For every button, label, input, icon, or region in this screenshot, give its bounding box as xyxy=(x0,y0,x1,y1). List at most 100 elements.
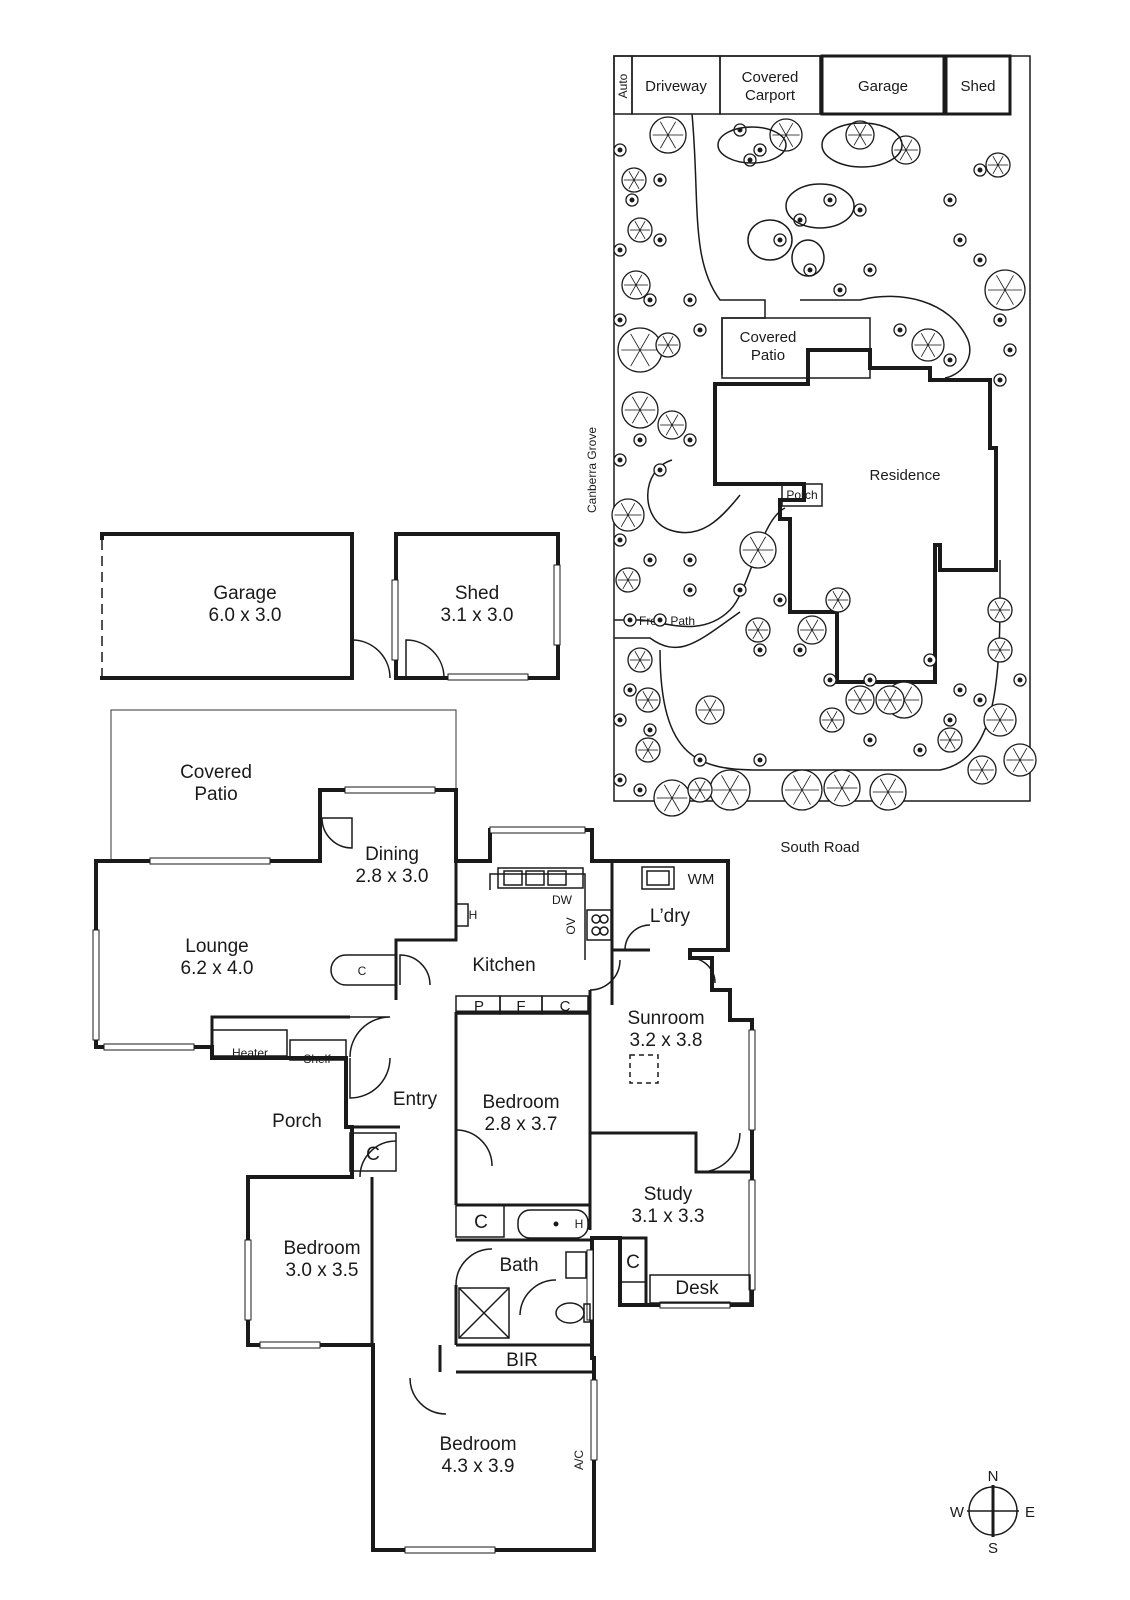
shrub-center xyxy=(627,617,633,623)
tree-branch xyxy=(834,787,843,802)
sunroom-skylight xyxy=(629,1054,659,1084)
kitchen-label: Kitchen xyxy=(472,955,535,976)
tree-branch xyxy=(999,609,1006,620)
tree-branch xyxy=(721,775,731,791)
shrub-center xyxy=(797,217,803,223)
shrub-center xyxy=(657,617,663,623)
heater-unit-kitchen xyxy=(455,903,469,927)
tree-branch xyxy=(999,649,1006,660)
site-carport-label-1: Covered xyxy=(742,69,799,86)
tree-branch xyxy=(671,424,679,436)
shower-diagonal-2 xyxy=(458,1287,510,1339)
garden-path-east xyxy=(800,295,971,379)
site-residence-label: Residence xyxy=(870,467,941,484)
ac-label: A/C xyxy=(572,1450,586,1470)
tree-branch xyxy=(703,709,711,721)
tree-branch xyxy=(667,344,674,355)
shrub-center xyxy=(617,777,623,783)
shrub-center xyxy=(617,537,623,543)
tree-branch xyxy=(826,710,833,721)
tree-branch xyxy=(639,650,646,661)
tree-branch xyxy=(793,789,803,805)
cooktop xyxy=(586,909,612,941)
tree-branch xyxy=(785,123,794,136)
compass-n: N xyxy=(988,1468,999,1485)
tree-branch xyxy=(639,659,646,670)
tree-branch xyxy=(994,609,1001,620)
tree-branch xyxy=(992,164,999,175)
tree-branch xyxy=(694,780,701,791)
tree-branch xyxy=(639,220,646,231)
tree-branch xyxy=(662,335,669,346)
tree-branch xyxy=(853,689,861,701)
bath-door-swing xyxy=(455,1248,493,1286)
shrub-center xyxy=(927,657,933,663)
tree-branch xyxy=(778,134,787,147)
tree-branch xyxy=(801,775,811,791)
dining-label: Dining xyxy=(365,844,419,865)
shrub-center xyxy=(827,677,833,683)
shrub-center xyxy=(737,587,743,593)
tree-branch xyxy=(811,619,819,631)
study-label: Study xyxy=(644,1184,693,1205)
bedroom2-size: 2.8 x 3.7 xyxy=(485,1114,558,1135)
tree-branch xyxy=(831,719,838,730)
wall-sunroom-study xyxy=(590,1131,752,1174)
tree-branch xyxy=(627,579,634,590)
wall-heater xyxy=(210,1015,350,1047)
garden-bed xyxy=(785,183,855,229)
tree-branch xyxy=(647,699,654,710)
tree-branch xyxy=(997,155,1004,166)
shrub-center xyxy=(797,647,803,653)
bir-label: BIR xyxy=(506,1350,538,1371)
shrub-center xyxy=(697,327,703,333)
tree-branch xyxy=(805,619,813,631)
tree-branch xyxy=(981,769,989,781)
compass-e: E xyxy=(1025,1504,1035,1521)
shrub-center xyxy=(757,757,763,763)
tree-branch xyxy=(632,396,641,411)
shrub-center xyxy=(1007,347,1013,353)
wm-label: WM xyxy=(688,871,715,888)
shrub-center xyxy=(757,147,763,153)
tree-branch xyxy=(660,121,669,136)
tree-branch xyxy=(837,590,844,601)
site-street-west-label: Canberra Grove xyxy=(585,427,599,513)
shrub-center xyxy=(617,247,623,253)
tree-branch xyxy=(859,699,867,711)
linen-c-label: C xyxy=(474,1212,488,1233)
tree-branch xyxy=(887,791,896,806)
shrub-center xyxy=(777,237,783,243)
laundry-door-swing xyxy=(624,924,651,951)
tree-branch xyxy=(992,708,1001,721)
master-south-window xyxy=(404,1546,496,1554)
tree-branch xyxy=(721,789,731,805)
tree-branch xyxy=(642,740,649,751)
tree-branch xyxy=(999,719,1008,732)
shrub-center xyxy=(657,177,663,183)
sink-bowl-1 xyxy=(503,870,523,886)
cooktop-burner-4 xyxy=(599,926,609,936)
sunroom-door-swing xyxy=(589,959,621,991)
tree-branch xyxy=(996,289,1006,305)
tree-branch xyxy=(859,124,867,136)
toilet-cistern xyxy=(583,1303,591,1323)
shrub-center xyxy=(807,267,813,273)
covered-patio-label-2: Patio xyxy=(194,784,237,805)
tree-branch xyxy=(709,699,717,711)
tree-branch xyxy=(671,784,680,799)
tree-branch xyxy=(944,730,951,741)
tree-branch xyxy=(757,620,764,631)
shrub-center xyxy=(867,267,873,273)
tree-branch xyxy=(664,784,673,799)
tree-branch xyxy=(729,789,739,805)
tree-branch xyxy=(831,710,838,721)
tree-branch xyxy=(999,708,1008,721)
study-desk xyxy=(649,1274,751,1304)
site-street-south-label: South Road xyxy=(780,839,859,856)
shrub-center xyxy=(947,357,953,363)
site-garage-label: Garage xyxy=(858,78,908,95)
kitchen-cupboard xyxy=(541,995,589,1015)
tree-branch xyxy=(1012,748,1021,761)
tree-branch xyxy=(975,759,983,771)
